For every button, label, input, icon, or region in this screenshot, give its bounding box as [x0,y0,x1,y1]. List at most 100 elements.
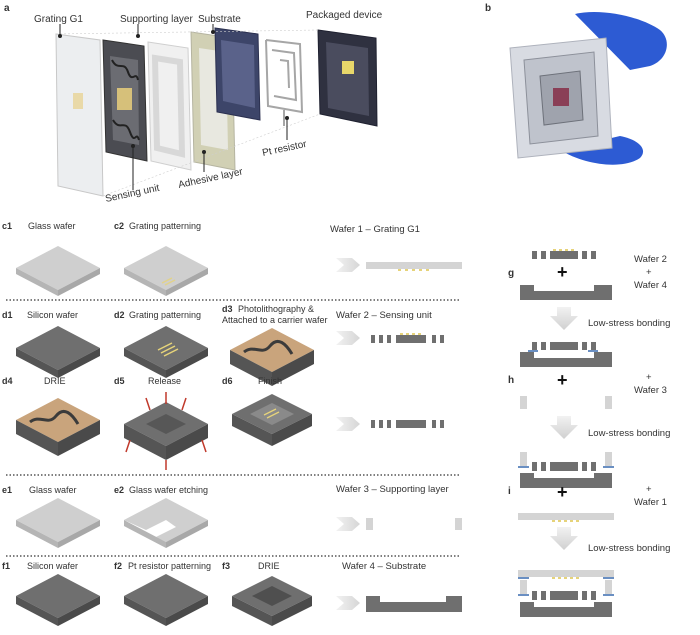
step-label-e2: Glass wafer etching [129,485,208,495]
step-label-d5: Release [148,376,181,386]
row-e: e1 Glass wafer e2 Glass wafer etching Wa… [2,484,462,548]
cross-section-wafer-2 [371,333,444,343]
wafer-e2 [124,498,208,548]
wafer-title-3: Wafer 3 – Supporting layer [336,484,449,495]
step-label-e1: Glass wafer [29,485,77,495]
bond-label-3: Low-stress bonding [588,543,670,554]
step-label-d3-line2: Attached to a carrier wafer [222,315,328,325]
wafer-d5 [124,392,208,470]
wafer-d2 [124,326,208,378]
step-label-d3-line1: Photolithography & [238,304,314,314]
wafer-f3 [232,576,312,626]
wafer-f1 [16,574,100,626]
i-wafer-1 [518,513,614,522]
row-separators [6,299,460,557]
step-label-f2: Pt resistor patterning [128,561,211,571]
bond-g-bottom: Wafer 4 [634,280,667,291]
bond-label-1: Low-stress bonding [588,318,670,329]
arrow-d-final [336,417,360,431]
step-id-d1: d1 [2,310,13,320]
device-grating [553,88,569,106]
cross-section-wafer-1 [366,262,462,271]
wafer-title-2: Wafer 2 – Sensing unit [336,310,432,321]
h-wafer-3 [520,396,612,409]
step-label-d2: Grating patterning [129,310,201,320]
panel-label-i: i [508,486,511,497]
bonded-stack-2 [518,452,614,488]
row-c: c1 Glass wafer c2 Grating patterning Waf… [2,221,462,296]
bond-g-plus: + [646,267,652,278]
label-packaged-device: Packaged device [306,10,383,21]
g-wafer-2 [532,251,596,259]
step-id-f1: f1 [2,561,10,571]
wafer-e1 [16,498,100,548]
arrow-d [336,331,360,345]
cross-section-wafer-3 [366,518,462,530]
step-label-d4: DRIE [44,376,66,386]
bond-arrow-2 [550,416,578,439]
bond-arrow-3 [550,527,578,550]
bond-i-plus: + [646,484,652,495]
substrate-cavity [221,40,255,108]
step-id-d5: d5 [114,376,125,386]
step-id-d2: d2 [114,310,125,320]
row-f: f1 Silicon wafer f2 Pt resistor patterni… [2,561,462,626]
arrow-e [336,517,360,531]
wafer-f2 [124,574,208,626]
exploded-guide-lines [55,29,321,197]
label-substrate: Substrate [198,14,241,25]
bonded-stack-1 [520,342,612,367]
step-id-d4: d4 [2,376,13,386]
step-id-f2: f2 [114,561,122,571]
arrow-c [336,258,360,272]
glove-bottom [560,136,644,165]
sensing-unit-spring [112,119,140,141]
step-label-d6: Finish [258,376,282,386]
step-label-c1: Glass wafer [28,221,76,231]
supporting-layer-frame [151,54,186,158]
bond-h-plus: + [646,372,652,383]
wafer-title-1: Wafer 1 – Grating G1 [330,224,420,235]
wafer-c1 [16,246,100,296]
packaged-device-grating [342,61,354,74]
cross-section-wafer-2-final [371,420,444,428]
step-id-c2: c2 [114,221,124,231]
release-arrows [125,392,207,470]
leader-dots [58,30,289,154]
bond-h-wafer: Wafer 3 [634,385,667,396]
label-adhesive-layer: Adhesive layer [177,166,244,191]
panel-label-h: h [508,375,514,386]
g-grating [553,249,574,251]
label-supporting-layer: Supporting layer [120,14,193,25]
device-photo [509,11,667,165]
step-label-c2: Grating patterning [129,221,201,231]
glove-top [575,11,667,70]
sensing-unit-grating [117,88,132,110]
h-plus-sign: + [557,370,568,390]
wafer-d1 [16,326,100,378]
wafer-c2 [124,246,208,296]
step-id-d6: d6 [222,376,233,386]
wafer-d4 [16,398,100,456]
row-d: d1 Silicon wafer d2 Grating patterning d… [2,304,444,470]
step-id-e2: e2 [114,485,124,495]
cross-section-wafer-4 [366,596,462,612]
arrow-f [336,596,360,610]
final-device-stack [518,570,614,617]
wafer-d3 [230,328,314,386]
sensing-unit-spring [111,59,139,81]
panel-label-g: g [508,268,514,279]
wafer-title-4: Wafer 4 – Substrate [342,561,426,572]
panel-label-b: b [485,3,491,14]
bond-i-wafer: Wafer 1 [634,497,667,508]
step-id-d3: d3 [222,304,233,314]
bonding-column: g Wafer 2 + Wafer 4 + Low-stress bonding… [508,249,670,617]
grating-g1-pattern [73,93,83,109]
step-id-e1: e1 [2,485,12,495]
packaged-device-frame [326,42,369,116]
i-plus-sign: + [557,482,568,502]
g-wafer-4 [520,285,612,300]
label-pt-resistor: Pt resistor [261,139,308,159]
step-id-f3: f3 [222,561,230,571]
